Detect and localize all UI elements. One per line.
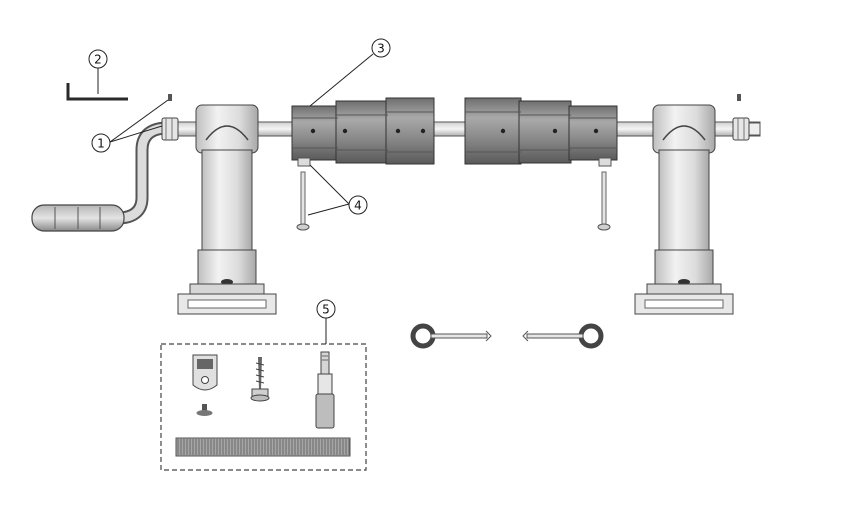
strap-buckle xyxy=(192,354,218,391)
allen-key xyxy=(66,83,128,101)
locking-pin-left xyxy=(296,157,311,231)
cover-strap-right xyxy=(522,323,604,349)
hex-screw xyxy=(250,357,270,402)
callout-leaders xyxy=(97,53,374,344)
callout-4-label: 4 xyxy=(354,199,362,213)
axle-end-cap xyxy=(747,122,761,136)
tube-section-right xyxy=(464,97,618,165)
callout-1: 1 xyxy=(91,133,111,153)
tube-section-left xyxy=(291,97,435,165)
set-screw-left xyxy=(168,94,172,101)
callout-3-label: 3 xyxy=(377,42,385,56)
callout-5: 5 xyxy=(316,299,336,319)
bearing-collar-left xyxy=(161,117,179,141)
locking-pin-right xyxy=(597,157,612,231)
callout-1-label: 1 xyxy=(97,137,105,151)
hardware-kit-box xyxy=(160,343,367,471)
velcro-strip xyxy=(175,437,351,457)
crank-handle xyxy=(31,121,175,232)
bearing-collar-right xyxy=(732,117,750,141)
wing-fastener xyxy=(196,404,213,416)
callout-5-label: 5 xyxy=(322,303,330,317)
callout-4: 4 xyxy=(348,195,368,215)
stand-right xyxy=(634,104,734,315)
set-screw-right xyxy=(737,94,741,101)
callout-2: 2 xyxy=(88,49,108,69)
cover-strap-left xyxy=(410,323,492,349)
stand-left xyxy=(177,104,277,315)
socket-driver-bit xyxy=(315,351,335,429)
callout-3: 3 xyxy=(371,38,391,58)
callout-2-label: 2 xyxy=(94,53,102,67)
